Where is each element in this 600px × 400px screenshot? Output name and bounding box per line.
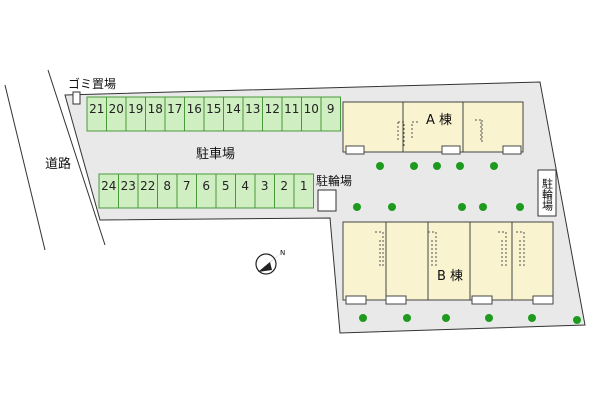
parking-slot-11: 11 — [281, 96, 302, 132]
bicycle-parking-label: 駐輪場 — [316, 173, 352, 188]
parking-slot-6: 6 — [196, 173, 217, 209]
parking-slot-number: 7 — [183, 179, 191, 193]
building-b-label: B 棟 — [437, 269, 463, 284]
parking-slot-number: 22 — [140, 179, 155, 193]
parking-slot-24: 24 — [98, 173, 119, 209]
parking-slot-number: 21 — [89, 102, 104, 116]
tree-icon — [353, 203, 361, 211]
parking-slot-number: 2 — [280, 179, 288, 193]
parking-slot-box — [320, 96, 341, 132]
parking-slot-2: 2 — [274, 173, 295, 209]
parking-slot-number: 9 — [327, 102, 335, 116]
parking-slot-number: 23 — [121, 179, 136, 193]
tree-icon — [376, 162, 384, 170]
trash-box — [72, 91, 81, 105]
tree-icon — [410, 162, 418, 170]
tree-icon — [485, 314, 493, 322]
tree-icon — [433, 162, 441, 170]
parking-slot-number: 8 — [163, 179, 171, 193]
parking-slot-number: 15 — [206, 102, 221, 116]
tree-icon — [442, 314, 450, 322]
bicycle-parking-box — [317, 189, 337, 212]
parking-slot-number: 16 — [187, 102, 202, 116]
parking-slot-number: 17 — [167, 102, 182, 116]
parking-slot-22: 22 — [137, 173, 158, 209]
tree-icon — [456, 162, 464, 170]
svg-text:N: N — [280, 249, 285, 257]
parking-slot-16: 16 — [184, 96, 205, 132]
parking-slot-number: 3 — [261, 179, 269, 193]
parking-slot-17: 17 — [164, 96, 185, 132]
tree-icon — [388, 203, 396, 211]
tree-icon — [528, 314, 536, 322]
tree-icon — [516, 203, 524, 211]
parking-slot-number: 19 — [128, 102, 143, 116]
parking-row-top: 21 20 19 18 17 16 15 14 13 12 11 10 9 — [86, 96, 341, 132]
parking-slot-number: 24 — [101, 179, 116, 193]
building-a-label: A 棟 — [426, 113, 452, 128]
parking-slot-5: 5 — [215, 173, 236, 209]
parking-label: 駐車場 — [196, 147, 235, 162]
building-b — [342, 221, 554, 305]
parking-slot-20: 20 — [106, 96, 127, 132]
parking-slot-number: 12 — [265, 102, 280, 116]
parking-slot-number: 11 — [284, 102, 299, 116]
parking-slot-10: 10 — [301, 96, 322, 132]
tree-icon — [403, 314, 411, 322]
parking-slot-14: 14 — [223, 96, 244, 132]
parking-slot-1: 1 — [293, 173, 314, 209]
parking-slot-number: 18 — [148, 102, 163, 116]
road-edge-outer — [4, 84, 46, 251]
parking-slot-number: 13 — [245, 102, 260, 116]
compass-north-arrow-icon: N — [255, 249, 285, 275]
parking-slot-19: 19 — [125, 96, 146, 132]
parking-slot-23: 23 — [118, 173, 139, 209]
trees — [353, 162, 581, 324]
bicycle-parking-sign — [537, 169, 557, 217]
bicycle-parking-sign-label: 駐輪場 — [541, 177, 554, 212]
parking-slot-number: 10 — [304, 102, 319, 116]
parking-slot-number: 6 — [202, 179, 210, 193]
parking-slot-number: 4 — [241, 179, 249, 193]
tree-icon — [479, 203, 487, 211]
road-edge-inner — [47, 69, 106, 246]
parking-slot-4: 4 — [235, 173, 256, 209]
parking-slot-15: 15 — [203, 96, 224, 132]
parking-slot-9: 9 — [320, 96, 341, 132]
parking-slot-box — [293, 173, 314, 209]
parking-slot-number: 5 — [222, 179, 230, 193]
road-label: 道路 — [45, 156, 71, 172]
trash-label: ゴミ置場 — [68, 76, 116, 91]
parking-slot-number: 14 — [226, 102, 241, 116]
parking-slot-12: 12 — [262, 96, 283, 132]
parking-slot-13: 13 — [242, 96, 263, 132]
parking-slot-7: 7 — [176, 173, 197, 209]
tree-icon — [490, 162, 498, 170]
building-a — [342, 101, 524, 155]
parking-slot-8: 8 — [157, 173, 178, 209]
parking-slot-3: 3 — [254, 173, 275, 209]
parking-slot-number: 1 — [300, 179, 308, 193]
parking-slot-18: 18 — [145, 96, 166, 132]
parking-slot-number: 20 — [109, 102, 124, 116]
tree-icon — [359, 314, 367, 322]
parking-slot-21: 21 — [86, 96, 107, 132]
tree-icon — [458, 203, 466, 211]
tree-icon — [573, 316, 581, 324]
